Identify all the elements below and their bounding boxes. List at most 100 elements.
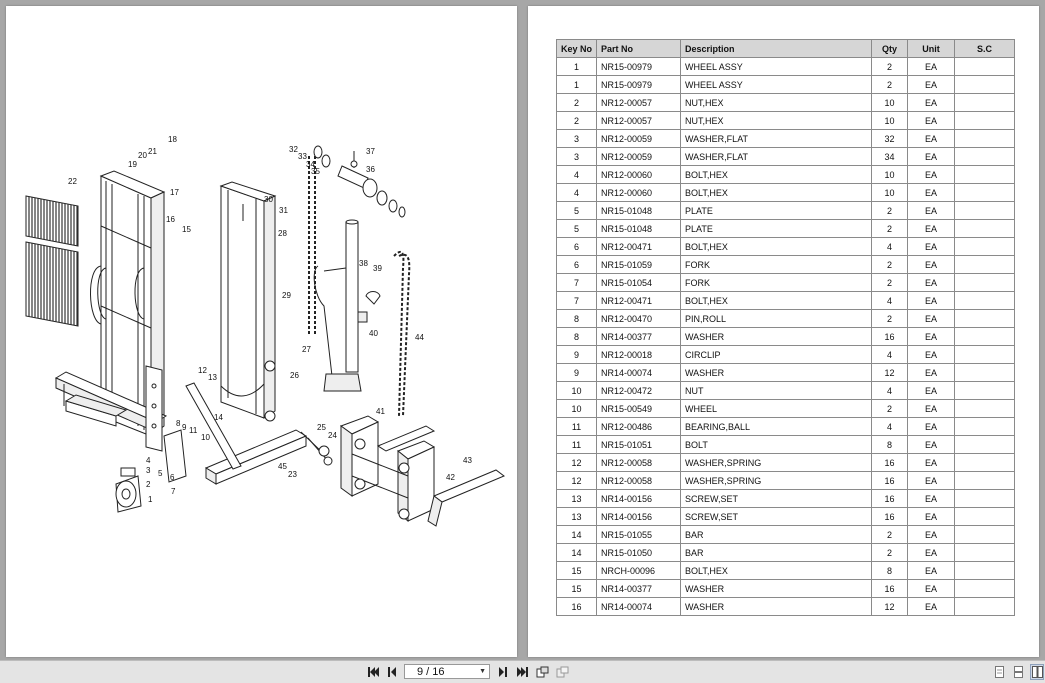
cell-sc: [954, 453, 1016, 472]
callout-label: 43: [463, 456, 472, 465]
cell-qty: 2: [871, 219, 909, 238]
cell-key-no: 4: [555, 165, 598, 184]
cell-key-no: 13: [555, 507, 598, 526]
cell-qty: 16: [871, 471, 909, 490]
cell-sc: [954, 255, 1016, 274]
cell-key-no: 3: [555, 129, 598, 148]
cell-sc: [954, 561, 1016, 580]
cell-key-no: 7: [555, 273, 598, 292]
callout-label: 36: [366, 165, 375, 174]
rotate-button[interactable]: [535, 664, 549, 680]
cell-unit: EA: [907, 201, 956, 220]
cell-key-no: 4: [555, 183, 598, 202]
cell-key-no: 12: [555, 453, 598, 472]
cell-description: WASHER: [680, 597, 873, 616]
callout-label: 32: [289, 145, 298, 154]
fit-page-button[interactable]: [555, 664, 569, 680]
cell-key-no: 1: [555, 57, 598, 76]
cell-qty: 2: [871, 309, 909, 328]
cell-key-no: 11: [555, 435, 598, 454]
cell-part-no: NR15-01051: [596, 435, 682, 454]
callout-label: 14: [214, 413, 223, 422]
cell-unit: EA: [907, 381, 956, 400]
first-page-button[interactable]: [366, 664, 380, 680]
cell-description: BOLT,HEX: [680, 291, 873, 310]
callout-label: 34: [306, 160, 315, 169]
previous-page-button[interactable]: [386, 664, 398, 680]
cell-description: WASHER: [680, 363, 873, 382]
cell-key-no: 16: [555, 597, 598, 616]
cell-key-no: 15: [555, 561, 598, 580]
cell-unit: EA: [907, 345, 956, 364]
cell-description: FORK: [680, 273, 873, 292]
straddle-frame: [163, 382, 333, 485]
cell-qty: 4: [871, 345, 909, 364]
cell-unit: EA: [907, 579, 956, 598]
cell-part-no: NR12-00059: [596, 129, 682, 148]
page-number-select[interactable]: 9 / 16 ▼: [404, 664, 490, 679]
cell-description: CIRCLIP: [680, 345, 873, 364]
header-qty: Qty: [871, 39, 909, 58]
wheel-assembly: [115, 467, 142, 513]
cell-unit: EA: [907, 543, 956, 562]
cell-description: FORK: [680, 255, 873, 274]
next-page-button[interactable]: [497, 664, 509, 680]
lift-chain-right: [393, 250, 411, 417]
cell-sc: [954, 489, 1016, 508]
fork-right: [427, 469, 505, 527]
callout-label: 38: [359, 259, 368, 268]
cell-description: BOLT,HEX: [680, 237, 873, 256]
cell-qty: 2: [871, 543, 909, 562]
sprocket-assembly: [313, 145, 406, 218]
callout-label: 18: [168, 135, 177, 144]
callout-label: 7: [171, 487, 176, 496]
cell-key-no: 14: [555, 543, 598, 562]
cell-sc: [954, 309, 1016, 328]
cell-part-no: NR15-01055: [596, 525, 682, 544]
cell-key-no: 13: [555, 489, 598, 508]
cell-part-no: NR15-01048: [596, 201, 682, 220]
cell-sc: [954, 417, 1016, 436]
single-page-view-button[interactable]: [993, 664, 1005, 680]
cell-part-no: NR14-00074: [596, 363, 682, 382]
cell-description: WHEEL ASSY: [680, 75, 873, 94]
cell-unit: EA: [907, 93, 956, 112]
callout-label: 16: [166, 215, 175, 224]
cell-sc: [954, 435, 1016, 454]
callout-label: 40: [369, 329, 378, 338]
cell-unit: EA: [907, 147, 956, 166]
cell-unit: EA: [907, 57, 956, 76]
cell-part-no: NR12-00058: [596, 471, 682, 490]
cell-key-no: 14: [555, 525, 598, 544]
cell-key-no: 9: [555, 363, 598, 382]
cell-key-no: 10: [555, 399, 598, 418]
mesh-guard-lower: [25, 241, 79, 327]
cell-key-no: 5: [555, 201, 598, 220]
cell-sc: [954, 165, 1016, 184]
cell-sc: [954, 111, 1016, 130]
cell-sc: [954, 273, 1016, 292]
cell-part-no: NR15-01050: [596, 543, 682, 562]
cell-description: BOLT: [680, 435, 873, 454]
cell-sc: [954, 201, 1016, 220]
cell-unit: EA: [907, 165, 956, 184]
cell-qty: 10: [871, 111, 909, 130]
cell-sc: [954, 579, 1016, 598]
parts-list-page: Key No Part No Description Qty Unit S.C …: [528, 6, 1039, 657]
cell-sc: [954, 291, 1016, 310]
two-page-view-button[interactable]: [1030, 664, 1044, 680]
callout-label: 39: [373, 264, 382, 273]
last-page-button[interactable]: [515, 664, 529, 680]
continuous-view-button[interactable]: [1012, 664, 1024, 680]
table-header-row: Key No Part No Description Qty Unit S.C: [555, 39, 1016, 58]
cell-qty: 16: [871, 507, 909, 526]
cell-qty: 32: [871, 129, 909, 148]
cell-key-no: 3: [555, 147, 598, 166]
